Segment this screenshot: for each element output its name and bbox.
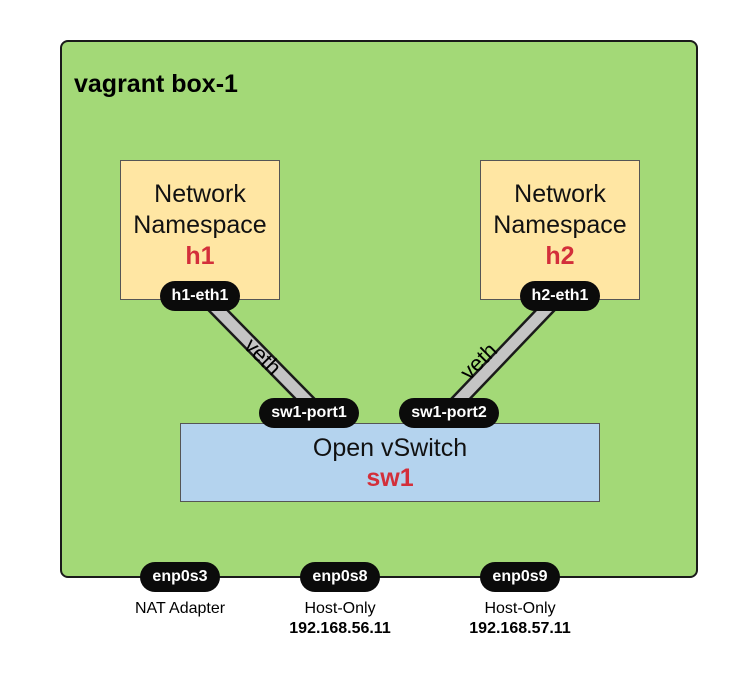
iface-enp0s8-caption: Host-Only 192.168.56.11: [260, 599, 420, 639]
iface-enp0s3-label: NAT Adapter: [134, 600, 226, 617]
iface-enp0s9-caption: Host-Only 192.168.57.11: [440, 599, 600, 639]
switch-port1: sw1-port1: [259, 398, 359, 428]
iface-enp0s8-label: Host-Only: [304, 600, 376, 617]
open-vswitch: Open vSwitch sw1: [180, 423, 600, 502]
iface-enp0s8-ip: 192.168.56.11: [289, 620, 391, 637]
iface-enp0s3-caption: NAT Adapter: [100, 599, 260, 619]
switch-port2: sw1-port2: [399, 398, 499, 428]
namespace-h2-name: h2: [545, 242, 575, 270]
iface-h1-eth1: h1-eth1: [160, 281, 240, 311]
namespace-h2: Network Namespace h2: [480, 160, 640, 300]
iface-enp0s3: enp0s3: [140, 562, 220, 592]
switch-name: sw1: [366, 464, 414, 492]
namespace-h1-name: h1: [185, 242, 215, 270]
iface-h2-eth1: h2-eth1: [520, 281, 600, 311]
namespace-h2-line1: Network: [514, 180, 606, 208]
box-title: vagrant box-1: [74, 70, 238, 98]
switch-line1: Open vSwitch: [312, 434, 468, 462]
namespace-h2-line2: Namespace: [493, 211, 627, 239]
iface-enp0s8: enp0s8: [300, 562, 380, 592]
namespace-h1-line1: Network: [154, 180, 246, 208]
veth-link-h1: [202, 294, 324, 418]
veth-link-h2: [442, 294, 561, 418]
iface-enp0s9-label: Host-Only: [484, 600, 556, 617]
iface-enp0s9-ip: 192.168.57.11: [469, 620, 571, 637]
namespace-h1-line2: Namespace: [133, 211, 267, 239]
namespace-h1: Network Namespace h1: [120, 160, 280, 300]
iface-enp0s9: enp0s9: [480, 562, 560, 592]
